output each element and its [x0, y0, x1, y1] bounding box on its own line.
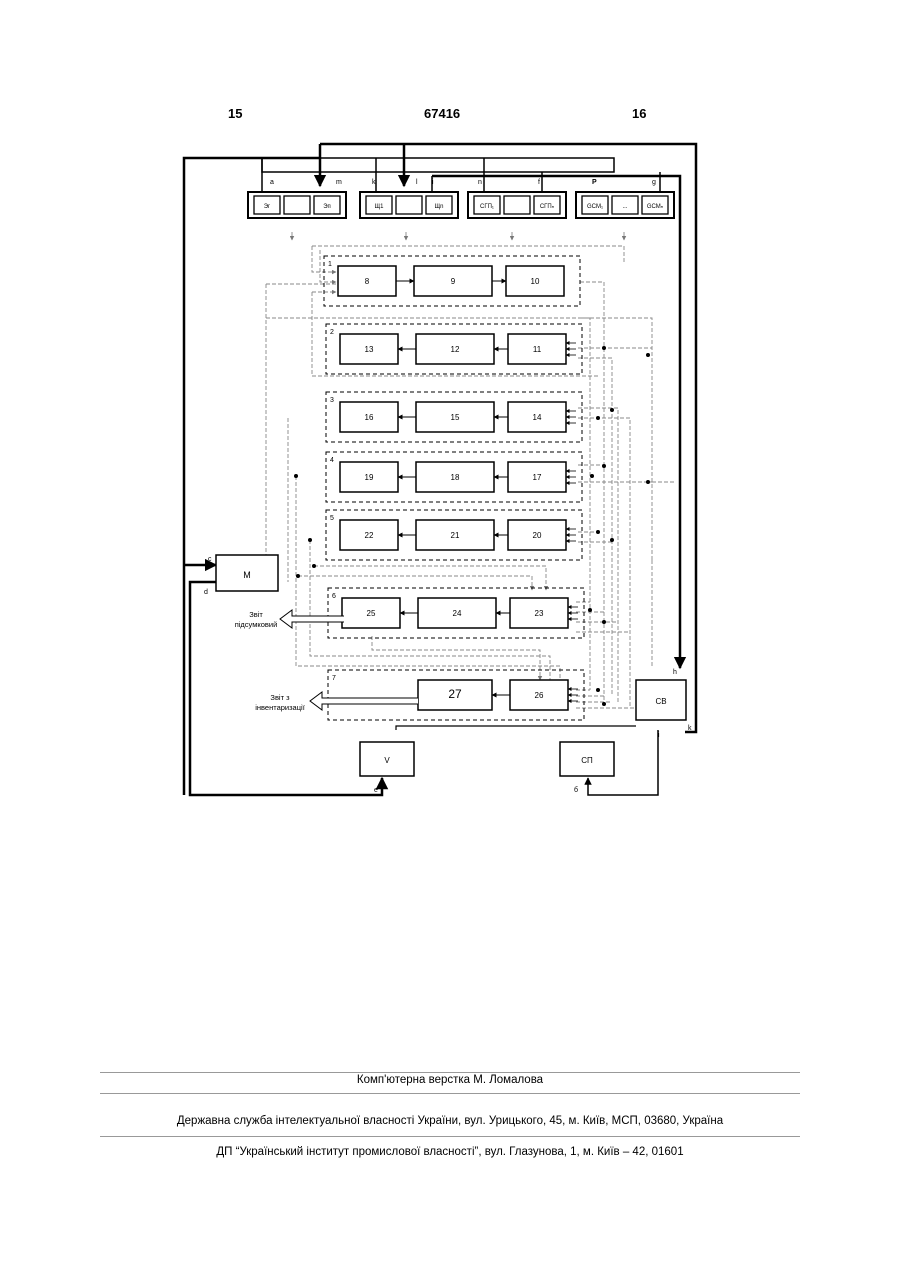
footer-divider-3	[100, 1136, 800, 1137]
block-label-18: 18	[451, 473, 460, 482]
v-block: V e	[360, 742, 414, 794]
bus-label-f: f	[538, 179, 540, 186]
footer-divider-2	[100, 1093, 800, 1094]
block-label-26: 26	[535, 691, 544, 700]
row-2: 2 13 12 11	[326, 324, 582, 374]
row-number-7: 7	[332, 675, 336, 682]
m-block-label: M	[243, 570, 251, 580]
row-3: 3 16 15 14	[326, 392, 582, 442]
m-port-c: c	[208, 556, 212, 563]
block-label-9: 9	[451, 277, 456, 286]
block-label-24: 24	[453, 609, 462, 618]
top-group-3: СГП₁ СГПₙ n f	[468, 179, 566, 218]
block-label-11: 11	[533, 345, 542, 354]
sv-port-i: i	[658, 732, 660, 739]
bus-label-l: l	[416, 179, 418, 186]
top-block-label-4-2: ...	[622, 204, 627, 210]
top-block-label-1-3: Эп	[323, 204, 331, 210]
row-number-2: 2	[330, 329, 334, 336]
bus-label-g: g	[652, 179, 656, 186]
output-7-line1: Звіт з	[270, 693, 290, 702]
sp-block-label: СП	[581, 756, 593, 765]
row-5: 5 22 21 20	[326, 510, 582, 560]
top-block-label-2-1: Щ1	[375, 204, 385, 210]
v-block-label: V	[384, 756, 390, 765]
bus-label-a: a	[270, 179, 274, 186]
output-report-arrow: Звіт підсумковий	[235, 610, 344, 629]
m-block: M c d	[204, 555, 278, 596]
output-6-line2: підсумковий	[235, 620, 278, 629]
top-block-label-3-1: СГП₁	[480, 204, 494, 210]
footer-office-address: Державна служба інтелектуальної власност…	[100, 1115, 800, 1127]
top-block-2-2	[396, 196, 422, 214]
sp-port: б	[574, 786, 578, 794]
bus-label-P: P	[592, 179, 597, 186]
v-port: e	[374, 787, 378, 794]
footer-institute-address: ДП “Український інститут промислової вла…	[100, 1146, 800, 1158]
block-label-17: 17	[533, 473, 542, 482]
row-number-3: 3	[330, 397, 334, 404]
block-label-10: 10	[531, 277, 540, 286]
bus-label-i: i	[432, 179, 434, 186]
top-block-label-3-3: СГПₙ	[540, 204, 555, 210]
sv-port-k: k	[688, 725, 692, 732]
bus-label-m: m	[336, 179, 342, 186]
block-label-21: 21	[451, 531, 460, 540]
row-number-1: 1	[328, 261, 332, 268]
sv-block-label: СВ	[655, 697, 666, 706]
row-1: 1 8 9 10	[324, 256, 580, 306]
block-label-8: 8	[365, 277, 370, 286]
output-6-line1: Звіт	[249, 610, 263, 619]
row-number-5: 5	[330, 515, 334, 522]
sv-port-h: h	[673, 669, 677, 676]
top-block-label-1-1: Эг	[264, 204, 271, 210]
top-block-1-2	[284, 196, 310, 214]
block-label-16: 16	[365, 413, 374, 422]
block-label-25: 25	[367, 609, 376, 618]
block-label-12: 12	[451, 345, 460, 354]
footer-divider-1	[100, 1072, 800, 1073]
row-7: 7 27 26	[328, 670, 584, 720]
block-label-20: 20	[533, 531, 542, 540]
block-label-22: 22	[365, 531, 374, 540]
block-label-27: 27	[448, 687, 462, 701]
sv-block: СВ h i k	[636, 669, 692, 739]
top-groups-layer: Эг Эп a mЩ1 Щn k l iСГП₁ СГПₙ n fGСМ₁... GСМₙ Pg	[248, 179, 674, 218]
row-6: 6 25 24 23	[328, 588, 584, 638]
row-number-4: 4	[330, 457, 334, 464]
m-port-d: d	[204, 589, 208, 596]
block-label-14: 14	[533, 413, 542, 422]
top-block-label-4-1: GСМ₁	[587, 204, 603, 210]
output-7-line2: інвентаризації	[255, 703, 305, 712]
footer-layout-credit: Комп'ютерна верстка М. Ломалова	[100, 1074, 800, 1086]
block-label-13: 13	[365, 345, 374, 354]
top-block-label-4-3: GСМₙ	[647, 204, 664, 210]
top-block-label-2-3: Щn	[435, 204, 444, 210]
block-label-15: 15	[451, 413, 460, 422]
top-group-2: Щ1 Щn k l i	[360, 179, 458, 218]
top-block-3-2	[504, 196, 530, 214]
output-inventory-arrow: Звіт з інвентаризації	[255, 692, 418, 712]
block-label-23: 23	[535, 609, 544, 618]
row-number-6: 6	[332, 593, 336, 600]
bus-label-k: k	[372, 179, 376, 186]
bus-label-n: n	[478, 179, 482, 186]
row-4: 4 19 18 17	[326, 452, 582, 502]
sp-block: СП б	[560, 730, 658, 795]
block-label-19: 19	[365, 473, 374, 482]
